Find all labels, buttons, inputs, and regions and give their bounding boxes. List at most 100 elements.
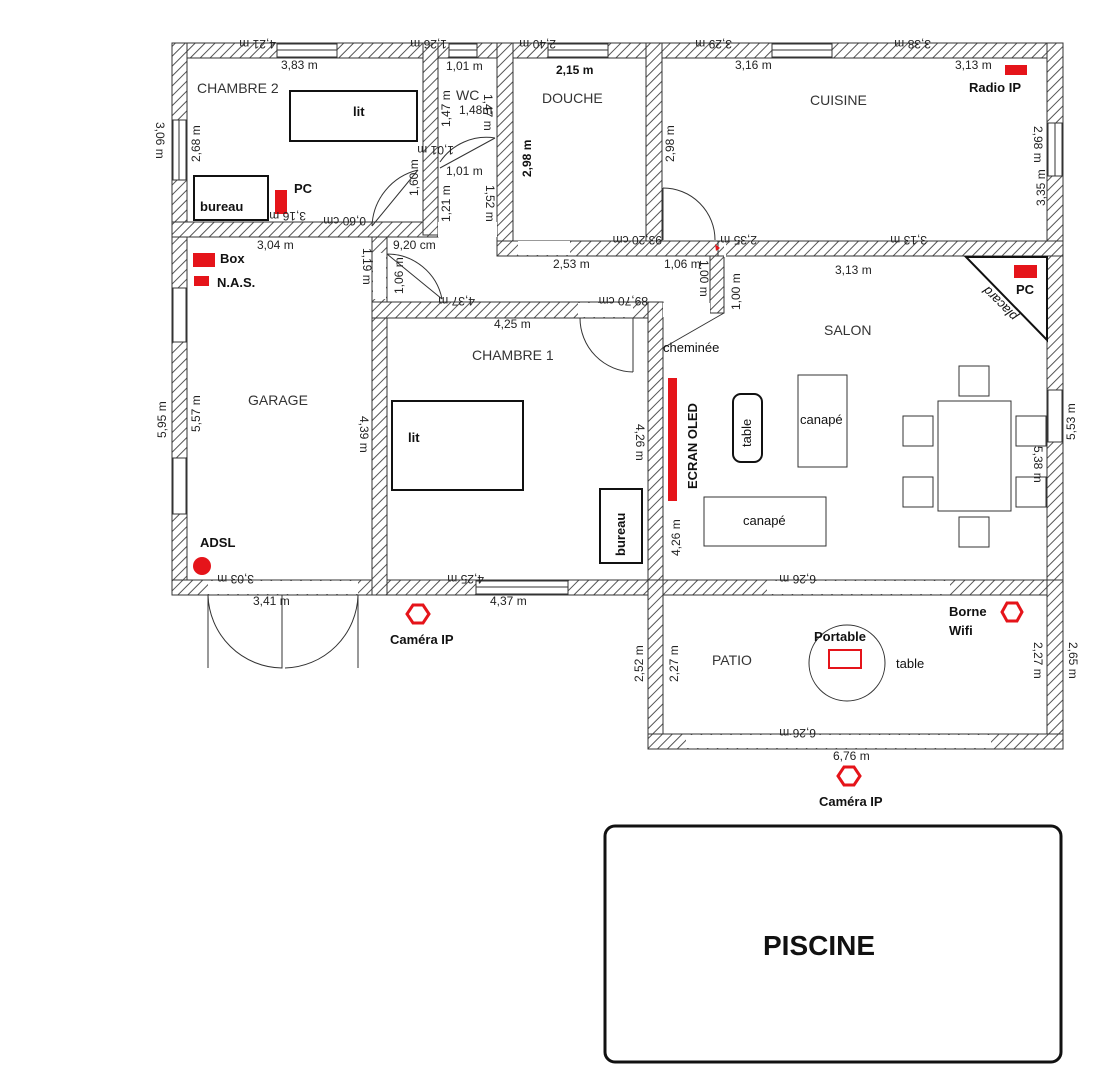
laptop-label: Portable xyxy=(814,629,866,644)
room-patio: PATIO xyxy=(712,652,752,668)
dim: 5,38 m xyxy=(1031,446,1045,483)
dim: 3,35 m xyxy=(1034,169,1048,206)
oled-screen-icon xyxy=(668,378,677,501)
dim: 1,48m xyxy=(459,103,492,117)
adsl-label: ADSL xyxy=(200,535,235,550)
pool xyxy=(603,824,1063,1064)
dim: 3,13 m xyxy=(890,233,927,247)
chair xyxy=(958,516,990,548)
dim: 2,15 m xyxy=(556,63,593,77)
dimension-labels: 4,21 m 1,26 m 2,40 m 3,29 m 3,38 m 3,83 … xyxy=(153,37,1080,763)
chair xyxy=(958,365,990,397)
dim: 2,52 m xyxy=(632,645,646,682)
dim: 6,26 m xyxy=(779,726,816,740)
chair xyxy=(902,415,934,447)
chair xyxy=(1015,415,1047,447)
wall-ch2-wc xyxy=(422,42,439,236)
dim: 3,38 m xyxy=(894,37,931,51)
dim: 89,70 cm xyxy=(599,294,648,308)
desk-chambre1-label: bureau xyxy=(613,513,628,556)
wall-wc-right xyxy=(496,42,514,256)
dim: 6,76 m xyxy=(833,749,870,763)
dim: 2,35 m xyxy=(720,233,757,247)
room-chambre2: CHAMBRE 2 xyxy=(197,80,279,96)
wall-hall-right xyxy=(709,255,725,314)
dim: 0,60 cm xyxy=(323,214,366,228)
table-salon-small xyxy=(732,393,763,463)
room-garage: GARAGE xyxy=(248,392,308,408)
dim: 4,21 m xyxy=(239,37,276,51)
dim: 3,41 m xyxy=(253,594,290,608)
dim: 2,27 m xyxy=(1031,642,1045,679)
dining-table xyxy=(937,400,1012,512)
dim: 3,04 m xyxy=(257,238,294,252)
patio-table-label: table xyxy=(896,656,924,671)
dim: 3,06 m xyxy=(153,122,167,159)
nas-icon xyxy=(194,276,209,286)
box-icon xyxy=(193,253,215,267)
wall-douche-right xyxy=(645,42,663,256)
devices: PC Box N.A.S. ADSL Radio IP PC ECRAN OLE… xyxy=(193,65,1037,809)
laptop-icon xyxy=(828,649,862,669)
dim: 3,13 m xyxy=(955,58,992,72)
dim: 5,57 m xyxy=(189,395,203,432)
dim: 2,27 m xyxy=(667,645,681,682)
dim: 4,26 m xyxy=(669,519,683,556)
ip-camera-icon xyxy=(405,603,431,625)
wall-garage-right xyxy=(371,236,388,596)
chair xyxy=(1015,476,1047,508)
oled-screen-label: ECRAN OLED xyxy=(685,403,700,489)
desk-chambre2 xyxy=(193,175,269,221)
wifi-hotspot-label-line1: Borne xyxy=(949,604,987,619)
dim: 1,01 m xyxy=(446,59,483,73)
dim: 4,25 m xyxy=(494,317,531,331)
nas-label: N.A.S. xyxy=(217,275,255,290)
room-cuisine: CUISINE xyxy=(810,92,867,108)
pc-chambre2-icon xyxy=(275,190,287,214)
dim: 1,06 m xyxy=(664,257,701,271)
dim: 3,83 m xyxy=(281,58,318,72)
room-douche: DOUCHE xyxy=(542,90,603,106)
bed-chambre2 xyxy=(289,90,418,142)
dim: 1,01 m xyxy=(446,164,483,178)
ip-camera-label: Caméra IP xyxy=(819,794,883,809)
dim: 3,16 m xyxy=(269,209,306,223)
doors xyxy=(207,136,725,669)
dim: 2,98 m xyxy=(663,125,677,162)
dim: 4,25 m xyxy=(447,572,484,586)
dim: 1,26 m xyxy=(410,37,447,51)
dim: 2,65 m xyxy=(1066,642,1080,679)
bed-chambre1 xyxy=(391,400,524,491)
openings xyxy=(208,222,991,748)
bed-chambre1-label: lit xyxy=(408,430,420,445)
table-salon-small-label: table xyxy=(739,419,754,447)
ip-camera-label: Caméra IP xyxy=(390,632,454,647)
dim: 2,68 m xyxy=(189,125,203,162)
box-label: Box xyxy=(220,251,245,266)
wall-ch1-salon xyxy=(647,301,664,596)
dim: 4,39 m xyxy=(357,416,371,453)
chair xyxy=(902,476,934,508)
dim: 3,03 m xyxy=(217,572,254,586)
dim: 4,37 m xyxy=(438,294,475,308)
sofa-2 xyxy=(703,496,827,547)
dim: 4,37 m xyxy=(490,594,527,608)
sofa-2-label: canapé xyxy=(743,513,786,528)
desk-chambre1 xyxy=(599,488,643,564)
wall-ch2-bottom xyxy=(171,221,439,238)
room-chambre1: CHAMBRE 1 xyxy=(472,347,554,363)
dim: 1,47 m xyxy=(439,90,453,127)
dim: 3,13 m xyxy=(835,263,872,277)
radio-ip-icon xyxy=(1005,65,1027,75)
pc-chambre2-label: PC xyxy=(294,181,313,196)
furniture: lit bureau lit bureau table canapé canap… xyxy=(193,90,1048,702)
dim: 5,53 m xyxy=(1064,403,1078,440)
door-marker xyxy=(715,244,720,251)
dim: 5,95 m xyxy=(155,401,169,438)
dim: 1,52 m xyxy=(483,185,497,222)
dim: 1,19 m xyxy=(360,248,374,285)
dim: 1,47 m xyxy=(481,94,495,131)
pc-salon-icon xyxy=(1014,265,1037,278)
adsl-icon xyxy=(193,557,211,575)
